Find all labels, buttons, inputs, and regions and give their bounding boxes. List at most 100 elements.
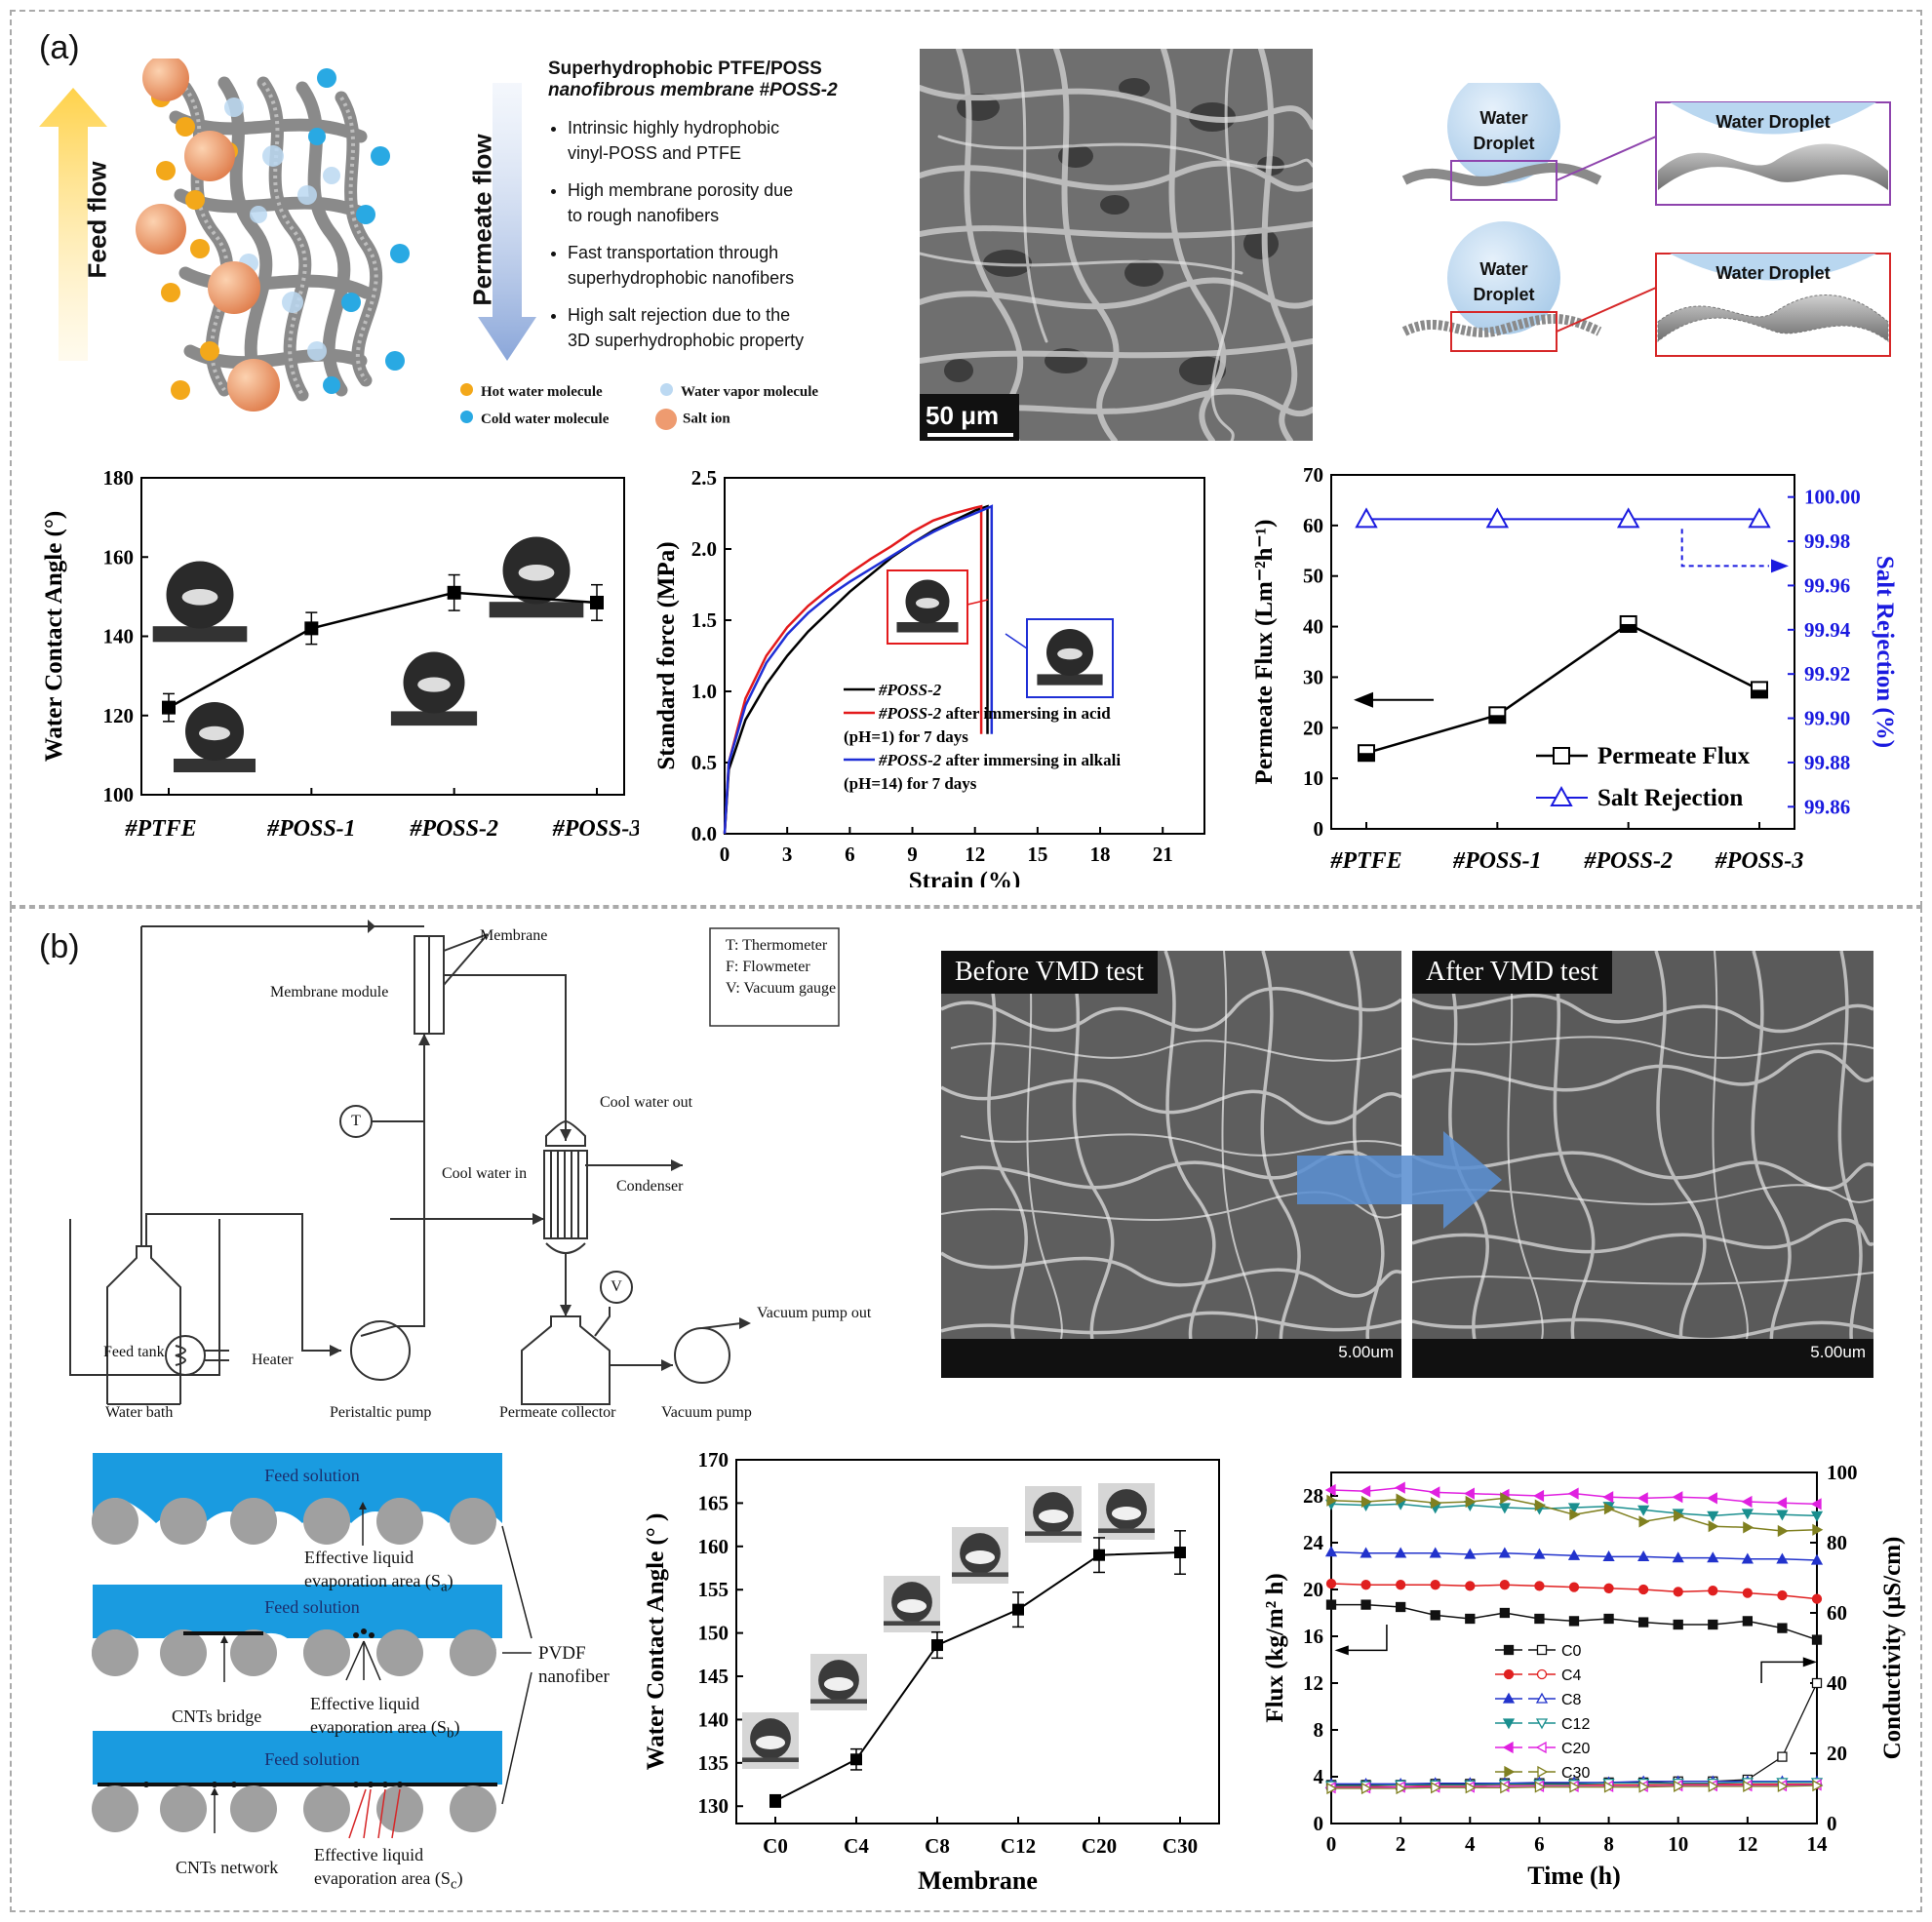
before-after-arrow-icon: [1297, 1131, 1502, 1229]
flux-legend-text: Permeate Flux: [1597, 743, 1751, 769]
wca-b-point: [931, 1639, 943, 1652]
flux-point-C30: [1360, 1495, 1372, 1509]
wca-a-xtick-label: #POSS-1: [266, 816, 356, 842]
flux-point-C0: [1742, 1616, 1754, 1627]
flux-point-C20: [1741, 1495, 1753, 1509]
rejection-point: [1355, 507, 1378, 529]
wca-b-ytick-label: 170: [698, 1448, 729, 1471]
flux-point-C20: [1636, 1492, 1648, 1505]
cond-point-C30: [1465, 1782, 1477, 1794]
evap-area-c-1: Effective liquid: [314, 1845, 424, 1864]
flux-point-C30: [1674, 1510, 1685, 1522]
stress-ytick-label: 1.0: [691, 680, 717, 703]
chart-flux-rejection: 01020304050607099.8699.8899.9099.9299.94…: [1251, 463, 1898, 874]
schem-cool-out: Cool water out: [600, 1094, 693, 1111]
permeate-flow-label: Permeate flow: [467, 134, 497, 306]
flux-point-C0: [1325, 1599, 1337, 1610]
evaporation-schematic: [92, 1453, 532, 1839]
flux-point-C20: [1810, 1498, 1822, 1510]
sem-before-vmd: Before VMD test 5.00um: [941, 951, 1401, 1378]
membrane-illustration: [39, 59, 410, 412]
wca-b-droplet-highlight: [823, 1677, 854, 1691]
schem-legend-v: V: Vacuum gauge: [726, 980, 837, 997]
droplet-label-bottom-1: Water: [1479, 259, 1528, 279]
stress-ytick-label: 0.5: [691, 751, 717, 774]
flux-cond-ytick-label: 24: [1303, 1531, 1324, 1554]
hot-molecule-icon: [460, 383, 473, 396]
flux-cond-xtick-label: 0: [1326, 1832, 1337, 1856]
stress-inset-acid-pointer: [966, 599, 989, 606]
flux-rej-ytick-label: 70: [1303, 463, 1323, 487]
flux-point-C30: [1603, 1503, 1615, 1515]
schem-vacuum-pump: Vacuum pump: [661, 1404, 752, 1421]
flux-point-C0: [1708, 1619, 1718, 1630]
rejection-point: [1616, 507, 1640, 529]
flux-point-C20: [1706, 1492, 1717, 1505]
stress-ytick-label: 2.0: [691, 537, 717, 561]
flux-rej-ytick-label: 40: [1303, 615, 1323, 639]
vacuum-gauge-icon: V: [611, 1278, 622, 1295]
wca-b-droplet-highlight: [965, 1550, 996, 1564]
flux-cond-plot-frame: [1330, 1471, 1818, 1824]
flux-point-C4: [1637, 1584, 1649, 1595]
flux-point-C30: [1431, 1497, 1442, 1510]
wca-a-ytick-label: 180: [103, 466, 135, 490]
flux-rej-ytick-label: 30: [1303, 665, 1323, 688]
flux-rej-ylabel: Permeate Flux (Lm⁻²h⁻¹): [1251, 520, 1278, 785]
stress-ylabel: Standard force (MPa): [653, 541, 680, 769]
panel-b-label: (b): [39, 928, 80, 965]
cond-point-C30: [1534, 1781, 1546, 1793]
flux-legend-marker: [1553, 747, 1570, 765]
cond-point-C30: [1360, 1782, 1372, 1795]
wca-a-xtick-label: #POSS-2: [409, 816, 498, 842]
flux-cond-legend-marker: [1502, 1692, 1516, 1704]
wca-a-point: [304, 621, 319, 636]
cold-molecule-icon: [460, 411, 473, 423]
flux-point-fill: [1752, 689, 1767, 698]
wca-b-ytick-label: 135: [698, 1751, 729, 1775]
flux-point-C30: [1569, 1509, 1581, 1521]
evap-network: CNTs network: [176, 1858, 279, 1877]
stress-xtick-label: 18: [1090, 843, 1111, 866]
flux-point-C20: [1463, 1487, 1475, 1500]
stress-legend-text: (pH=14) for 7 days: [844, 774, 977, 793]
flux-rej-xtick-label: #POSS-3: [1715, 848, 1804, 874]
flux-point-C8: [1498, 1547, 1511, 1558]
wca-b-ytick-label: 155: [698, 1578, 729, 1601]
wca-b-ylabel: Water Contact Angle (° ): [643, 1513, 669, 1771]
evap-feed-2: Feed solution: [264, 1597, 360, 1617]
flux-point-C20: [1602, 1491, 1614, 1504]
schem-membrane: Membrane: [480, 927, 548, 944]
feed-flow-label: Feed flow: [82, 161, 112, 279]
sem-scale-before-label: 5.00um: [1338, 1343, 1394, 1361]
sem-before-tag: Before VMD test: [941, 951, 1158, 994]
flux-cond-xtick-label: 2: [1396, 1832, 1406, 1856]
flux-cond-ytick-label: 12: [1303, 1671, 1323, 1695]
wca-b-ytick-label: 150: [698, 1622, 729, 1645]
stress-series-line-2: [723, 504, 994, 835]
flux-point-C0: [1395, 1601, 1406, 1613]
flux-point-C4: [1325, 1578, 1337, 1589]
wca-b-droplet-surface: [952, 1572, 1008, 1578]
evap-feed-3: Feed solution: [264, 1749, 360, 1769]
cond-point-C0: [1777, 1751, 1788, 1762]
flux-point-C8: [1567, 1549, 1581, 1560]
wca-b-ytick-label: 130: [698, 1794, 729, 1818]
flux-cond-xtick-label: 4: [1465, 1832, 1476, 1856]
wca-b-xtick-label: C0: [763, 1834, 788, 1858]
flux-point-C30: [1708, 1520, 1719, 1533]
sem-image-posss2: 50 μm: [920, 49, 1313, 441]
stress-xtick-label: 12: [965, 843, 985, 866]
flux-rej-right-ytick-label: 99.90: [1804, 707, 1850, 730]
flux-rej-right-ytick-label: 99.94: [1804, 618, 1851, 642]
membrane-description: Superhydrophobic PTFE/POSS nanofibrous m…: [548, 59, 870, 371]
schem-membrane-module: Membrane module: [270, 984, 389, 1000]
cond-point-C30: [1743, 1780, 1755, 1792]
wca-b-droplet-highlight: [1111, 1507, 1142, 1520]
flux-cond-right-ytick-label: 0: [1827, 1812, 1837, 1835]
flux-point-C30: [1812, 1523, 1824, 1536]
wca-b-xtick-label: C4: [844, 1834, 869, 1858]
